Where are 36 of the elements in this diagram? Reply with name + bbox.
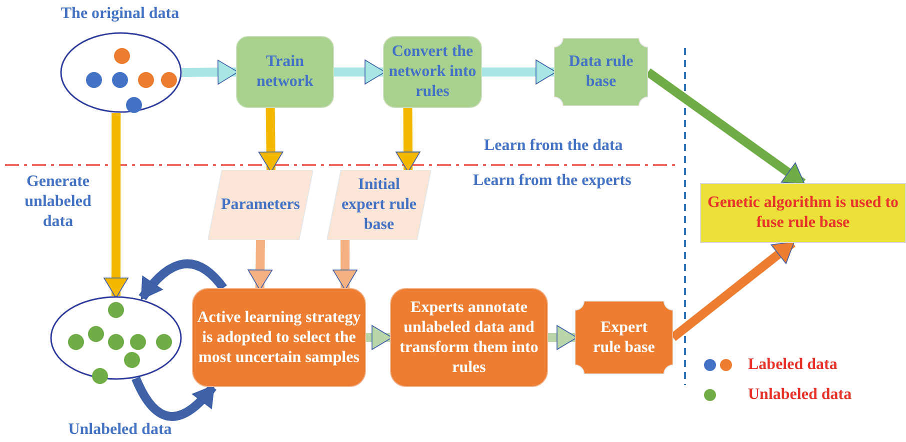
block-arrow	[138, 259, 227, 300]
node-label: Parameters	[220, 195, 300, 215]
block-arrow	[104, 113, 128, 298]
node-label: Experts annotate unlabeled data and transform them into rules	[398, 298, 540, 378]
process-box	[383, 36, 482, 108]
node-label: Expert rule base	[592, 318, 656, 358]
block-arrow	[258, 108, 284, 172]
node-label: Initial expert rule base	[340, 175, 418, 235]
block-arrow	[248, 240, 272, 290]
legend-label: Labeled data	[748, 355, 838, 375]
rule-base-shape	[575, 301, 673, 374]
node-label: Unlabeled data	[67, 420, 173, 440]
edge-label: Generate unlabeled data	[24, 172, 92, 232]
node-label: Genetic algorithm is used to fuse rule base	[706, 193, 900, 233]
legend-label: Unlabeled data	[748, 385, 852, 405]
process-box	[192, 288, 366, 387]
block-arrow	[332, 240, 358, 290]
data-ellipse	[60, 32, 182, 113]
node-label: Data rule base	[568, 52, 634, 92]
rule-base-shape	[554, 38, 648, 106]
block-arrow	[132, 376, 216, 421]
block-arrow	[334, 60, 386, 84]
block-arrow	[182, 60, 238, 85]
data-parallelogram	[327, 170, 431, 240]
node-label: The original data	[60, 4, 180, 24]
node-label: Active learning strategy is adopted to select the most uncertain samples	[197, 308, 361, 368]
node-label: Train network	[256, 52, 314, 92]
data-parallelogram	[208, 170, 313, 240]
block-arrow	[396, 108, 420, 172]
node-label: Convert the network into rules	[388, 42, 477, 102]
process-box	[390, 288, 548, 387]
section-label: Learn from the data	[484, 136, 623, 156]
block-arrow	[366, 325, 392, 350]
section-label: Learn from the experts	[473, 171, 632, 191]
result-box	[700, 183, 906, 243]
process-box	[236, 36, 334, 108]
